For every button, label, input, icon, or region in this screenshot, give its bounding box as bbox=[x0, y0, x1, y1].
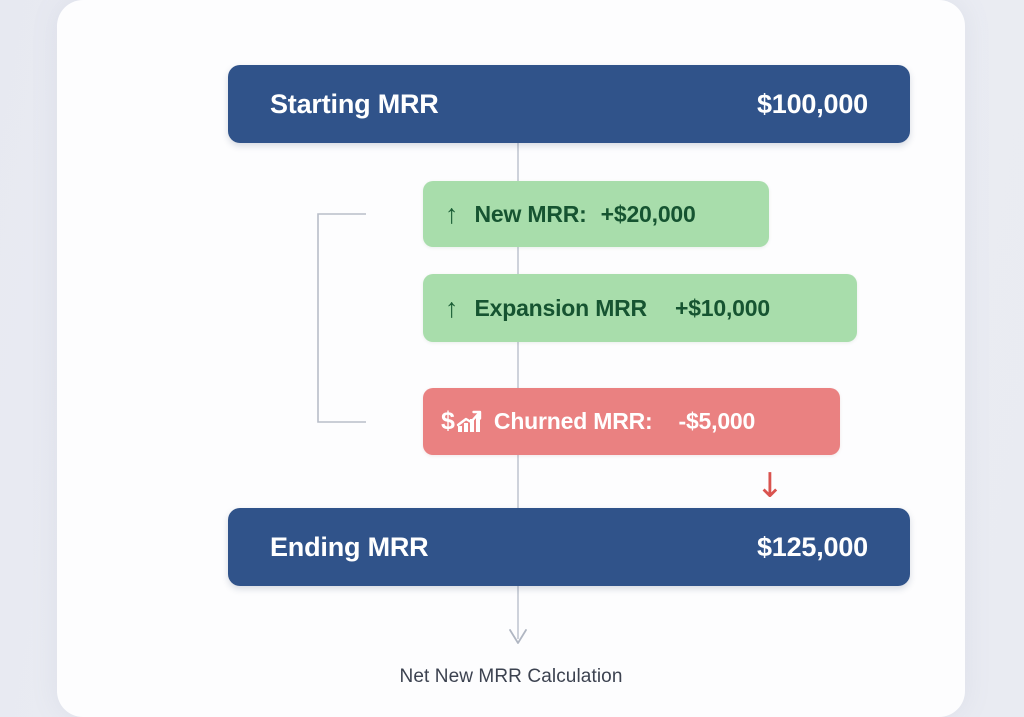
churned-mrr-label: Churned MRR: bbox=[493, 408, 653, 434]
dollar-chart-up-icon: $ bbox=[441, 409, 482, 435]
starting-mrr-value: $100,000 bbox=[756, 88, 868, 119]
expansion-mrr-label: Expansion MRR bbox=[474, 294, 648, 321]
ending-mrr-bar[interactable]: Ending MRR $125,000 bbox=[228, 508, 910, 586]
expansion-mrr-value: +$10,000 bbox=[674, 294, 770, 321]
arrow-down-icon: ↓ bbox=[755, 466, 785, 506]
diagram-caption: Net New MRR Calculation bbox=[399, 666, 623, 687]
new-mrr-row[interactable]: ↑ New MRR: +$20,000 bbox=[423, 181, 769, 247]
starting-mrr-label: Starting MRR bbox=[270, 88, 439, 119]
churned-mrr-row[interactable]: $ Churned MRR: -$5,000 bbox=[423, 388, 840, 455]
starting-mrr-bar[interactable]: Starting MRR $100,000 bbox=[228, 65, 910, 143]
ending-mrr-label: Ending MRR bbox=[270, 531, 429, 562]
new-mrr-label: New MRR: bbox=[474, 200, 587, 227]
mrr-waterfall-card: Starting MRR $100,000 ↑ New MRR: +$20,00… bbox=[57, 0, 965, 717]
arrow-up-icon: ↑ bbox=[445, 198, 459, 229]
mrr-flow-diagram: Starting MRR $100,000 ↑ New MRR: +$20,00… bbox=[57, 0, 965, 717]
arrow-up-icon: ↑ bbox=[445, 292, 459, 323]
chart-up-glyph bbox=[456, 410, 482, 432]
new-mrr-value: +$20,000 bbox=[600, 200, 696, 227]
dollar-sign: $ bbox=[441, 407, 455, 435]
expansion-mrr-row[interactable]: ↑ Expansion MRR +$10,000 bbox=[423, 274, 857, 342]
ending-mrr-value: $125,000 bbox=[756, 531, 868, 562]
churned-mrr-value: -$5,000 bbox=[678, 408, 756, 434]
